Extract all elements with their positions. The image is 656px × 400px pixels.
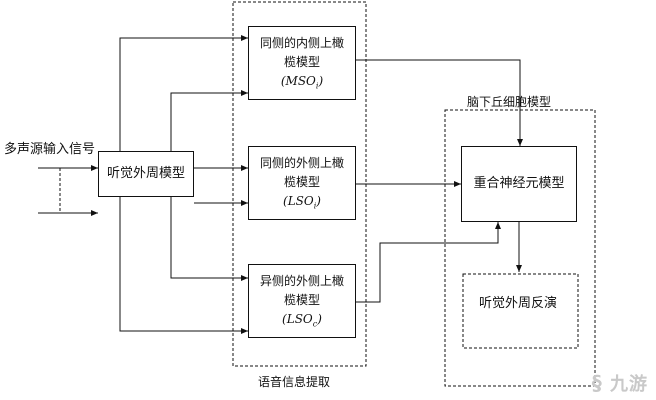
input-signal-label: 多声源输入信号 (4, 142, 96, 157)
lso-i-model-line2: 榄模型 (283, 175, 320, 189)
lso-i-abbr-sub: i (313, 201, 317, 211)
lso-c-abbr-text: LSO (286, 312, 313, 326)
lso-i-model-abbr: (LSOi) (283, 194, 321, 211)
lso-i-model-line1: 同侧的外侧上橄 (259, 156, 344, 170)
inverse-model-frame (462, 273, 579, 349)
periphery-model-box: 听觉外周模型 (98, 151, 194, 197)
periphery-to-mso-a (119, 35, 248, 151)
watermark-swirl-icon: § (591, 371, 603, 395)
hypothalamus-group-label: 脑下丘细胞模型 (467, 95, 552, 109)
mso-model-box: 同侧的内侧上橄 榄模型 (MSOi) (248, 26, 356, 100)
watermark-text: 九游 (610, 374, 648, 395)
watermark-logo: § 九游 (592, 370, 648, 396)
extraction-group-label: 语音信息提取 (258, 375, 331, 389)
lso-c-model-box: 异侧的外侧上橄 榄模型 (LSOc) (248, 264, 356, 338)
inverse-model-label: 听觉外周反演 (479, 296, 558, 311)
lso-c-model-line2: 榄模型 (283, 293, 320, 307)
mso-model-line1: 同侧的内侧上橄 (259, 36, 344, 50)
lso-c-model-line1: 异侧的外侧上橄 (259, 274, 344, 288)
mso-abbr-sub: i (315, 81, 319, 91)
lso-i-abbr-text: LSO (287, 194, 314, 208)
periphery-to-mso-b (170, 90, 248, 151)
periphery-to-lso-c-a (170, 197, 248, 281)
mso-abbr-text: MSO (285, 74, 316, 88)
lso-c-abbr-sub: c (312, 319, 318, 329)
mso-model-line2: 榄模型 (283, 55, 320, 69)
neuron-model-label: 重合神经元模型 (473, 176, 565, 191)
lso-c-model-abbr: (LSOc) (282, 312, 322, 329)
mso-model-abbr: (MSOi) (280, 74, 324, 91)
periphery-model-label: 听觉外周模型 (106, 166, 185, 181)
periphery-to-lso-c-b (119, 197, 248, 334)
mso-to-neuron (356, 59, 523, 146)
lso-c-to-neuron (356, 222, 501, 303)
lso-i-model-box: 同侧的外侧上橄 榄模型 (LSOi) (248, 146, 356, 220)
neuron-model-box: 重合神经元模型 (461, 146, 577, 222)
